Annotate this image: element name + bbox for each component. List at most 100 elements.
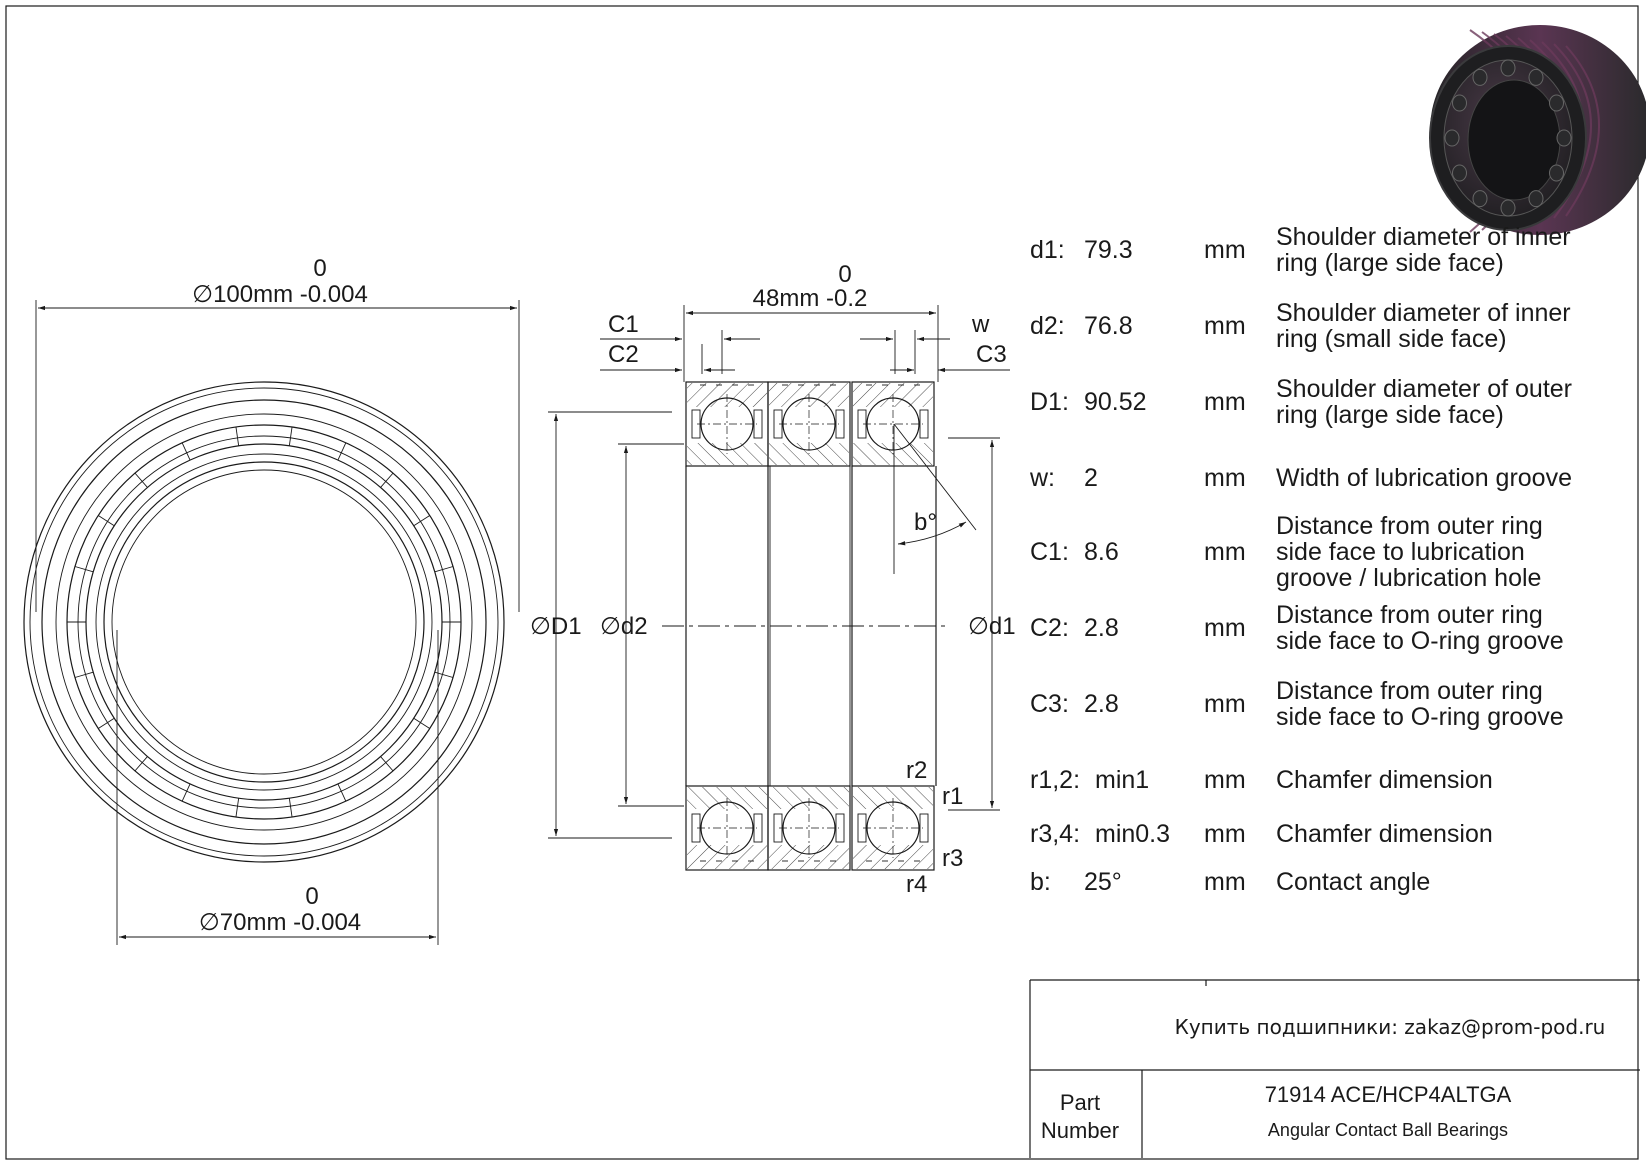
spec-description: Contact angle xyxy=(1276,868,1430,896)
cage-pocket-line xyxy=(288,798,293,818)
spec-description: ring (large side face) xyxy=(1276,401,1504,429)
cage-pocket-line xyxy=(413,515,430,527)
spec-description: Distance from outer ring xyxy=(1276,601,1543,629)
spec-unit: mm xyxy=(1204,538,1246,566)
front-view xyxy=(23,381,505,863)
spec-param: d1: xyxy=(1030,236,1065,264)
spec-param: b: xyxy=(1030,868,1051,896)
inner-diameter-tolerance: 0 xyxy=(305,883,318,910)
spec-param: r3,4: xyxy=(1030,820,1080,848)
outer-diameter-tolerance: 0 xyxy=(313,255,326,282)
spec-param: D1: xyxy=(1030,388,1069,416)
cage-pocket-line xyxy=(98,717,115,729)
spec-unit: mm xyxy=(1204,464,1246,492)
width-value: 48mm -0.2 xyxy=(753,285,868,312)
d1-outer-shoulder-label: ∅D1 xyxy=(530,613,582,640)
c2-label: C2 xyxy=(608,341,639,368)
part-type: Angular Contact Ball Bearings xyxy=(1268,1120,1508,1140)
cage-pocket-line xyxy=(288,426,293,446)
part-label-line2: Number xyxy=(1041,1118,1119,1143)
spec-description: side face to O-ring groove xyxy=(1276,703,1564,731)
spec-value: 90.52 xyxy=(1084,388,1147,416)
inner-diameter-dimension: 0 ∅70mm -0.004 xyxy=(116,630,439,945)
spec-value: min0.3 xyxy=(1095,820,1170,848)
spec-value: 2.8 xyxy=(1084,690,1119,718)
r4-label: r4 xyxy=(906,871,927,898)
spec-row: w: 2 mm Width of lubrication groove xyxy=(1029,464,1572,492)
bearing-section xyxy=(685,785,769,871)
spec-unit: mm xyxy=(1204,868,1246,896)
width-tolerance: 0 xyxy=(838,261,851,288)
d1-inner-shoulder-label: ∅d1 xyxy=(968,613,1016,640)
sheet-border xyxy=(5,5,1639,1160)
c1-label: C1 xyxy=(608,311,639,338)
spec-unit: mm xyxy=(1204,388,1246,416)
spec-description: side face to lubrication xyxy=(1276,538,1525,566)
c3-label: C3 xyxy=(976,341,1007,368)
spec-unit: mm xyxy=(1204,820,1246,848)
groove-dimensions: C1 C2 w C3 xyxy=(600,311,1010,374)
spec-description: Shoulder diameter of inner xyxy=(1276,223,1571,251)
cage-pocket-line xyxy=(134,472,148,488)
spec-value: 2 xyxy=(1084,464,1098,492)
spec-value: 79.3 xyxy=(1084,236,1133,264)
bearing-section xyxy=(767,785,851,871)
spec-description: ring (large side face) xyxy=(1276,249,1504,277)
cage-pocket-line xyxy=(380,756,394,772)
cage-pockets xyxy=(67,426,461,818)
cage-pocket-line xyxy=(380,472,394,488)
cage-pocket-line xyxy=(434,671,454,678)
w-label: w xyxy=(971,311,990,338)
cage-pocket-line xyxy=(74,671,94,678)
outer-diameter-dimension: 0 ∅100mm -0.004 xyxy=(35,255,520,612)
spec-description: Shoulder diameter of outer xyxy=(1276,375,1572,403)
bearing-section xyxy=(767,381,851,467)
spec-unit: mm xyxy=(1204,766,1246,794)
bearing-section xyxy=(851,381,935,467)
cage-pocket-line xyxy=(434,566,454,573)
spec-param: r1,2: xyxy=(1030,766,1080,794)
diameter-dimensions: ∅D1 ∅d2 ∅d1 r2 r1 r3 r4 xyxy=(530,411,1016,898)
part-label-line1: Part xyxy=(1060,1090,1100,1115)
part-number: 71914 ACE/HCP4ALTGA xyxy=(1265,1082,1512,1107)
cage-pocket-line xyxy=(337,783,347,802)
spec-value: 76.8 xyxy=(1084,312,1133,340)
width-dimension: 0 48mm -0.2 xyxy=(683,261,939,382)
spec-value: 25° xyxy=(1084,868,1122,896)
spec-param: C3: xyxy=(1030,690,1069,718)
spec-unit: mm xyxy=(1204,690,1246,718)
contact-email-text: Купить подшипники: zakaz@prom-pod.ru xyxy=(1175,1015,1606,1039)
spec-param: d2: xyxy=(1030,312,1065,340)
spec-row: D1: 90.52 mm Shoulder diameter of outerring… xyxy=(1030,375,1572,429)
bearing-section xyxy=(685,381,769,467)
r3-label: r3 xyxy=(942,845,963,872)
spec-description: Chamfer dimension xyxy=(1276,820,1493,848)
r2-label: r2 xyxy=(906,757,927,784)
spec-description: Shoulder diameter of inner xyxy=(1276,299,1571,327)
spec-description: Distance from outer ring xyxy=(1276,677,1543,705)
spec-unit: mm xyxy=(1204,614,1246,642)
spec-description: Width of lubrication groove xyxy=(1276,464,1572,492)
spec-description: ring (small side face) xyxy=(1276,325,1507,353)
cage-pocket-line xyxy=(235,798,240,818)
cage-pocket-line xyxy=(134,756,148,772)
spec-param: C1: xyxy=(1030,538,1069,566)
outer-diameter-value: ∅100mm -0.004 xyxy=(192,281,368,308)
bearing-render-image xyxy=(1429,25,1646,235)
cage-pocket-line xyxy=(337,442,347,461)
section-view: b° xyxy=(662,381,977,871)
cage-pocket-line xyxy=(235,426,240,446)
spec-unit: mm xyxy=(1204,236,1246,264)
spec-description: side face to O-ring groove xyxy=(1276,627,1564,655)
spec-value: 8.6 xyxy=(1084,538,1119,566)
spec-row: r3,4: min0.3 mm Chamfer dimension xyxy=(1030,820,1493,848)
contact-angle-label: b° xyxy=(914,509,937,536)
spec-param: w: xyxy=(1029,464,1055,492)
bearing-section xyxy=(851,785,935,871)
